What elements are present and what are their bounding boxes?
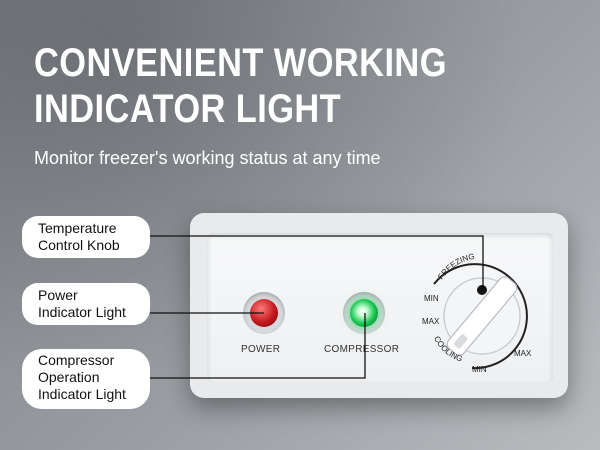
temperature-control-knob[interactable]: FREEZING COOLING MIN MAX MIN MAX [404,250,554,380]
callout-power-light: Power Indicator Light [22,283,150,325]
subtitle: Monitor freezer's working status at any … [34,148,381,168]
knob-handle[interactable] [445,274,519,357]
knob-scale-arc [433,263,528,370]
knob-label-max-left: MAX [422,317,440,326]
connector-compressor [150,313,366,379]
headline-line-1: CONVENIENT WORKING [34,41,447,85]
callout-power-line-2: Indicator Light [38,304,126,320]
knob-label-min-bottom: MIN [472,365,487,374]
callout-temperature-knob: Temperature Control Knob [22,216,150,258]
headline-line-2: INDICATOR LIGHT [34,87,342,131]
compressor-indicator-light [350,299,378,327]
knob-label-max-right: MAX [514,349,532,358]
knob-label-min-top: MIN [424,294,439,303]
power-label: POWER [241,344,281,355]
callout-compressor-line-3: Indicator Light [38,386,126,402]
knob-marker-dot [477,285,487,295]
headline: CONVENIENT WORKING INDICATOR LIGHT [34,40,447,132]
compressor-light-housing [343,292,385,334]
callout-knob-line-2: Control Knob [38,237,120,253]
callout-knob-line-1: Temperature [38,220,117,236]
callout-compressor-line-2: Operation [38,369,100,385]
callout-power-line-1: Power [38,287,78,303]
callout-compressor-light: Compressor Operation Indicator Light [22,349,150,409]
compressor-label: COMPRESSOR [324,344,400,355]
connector-knob [150,235,484,293]
callout-compressor-line-1: Compressor [38,352,115,368]
